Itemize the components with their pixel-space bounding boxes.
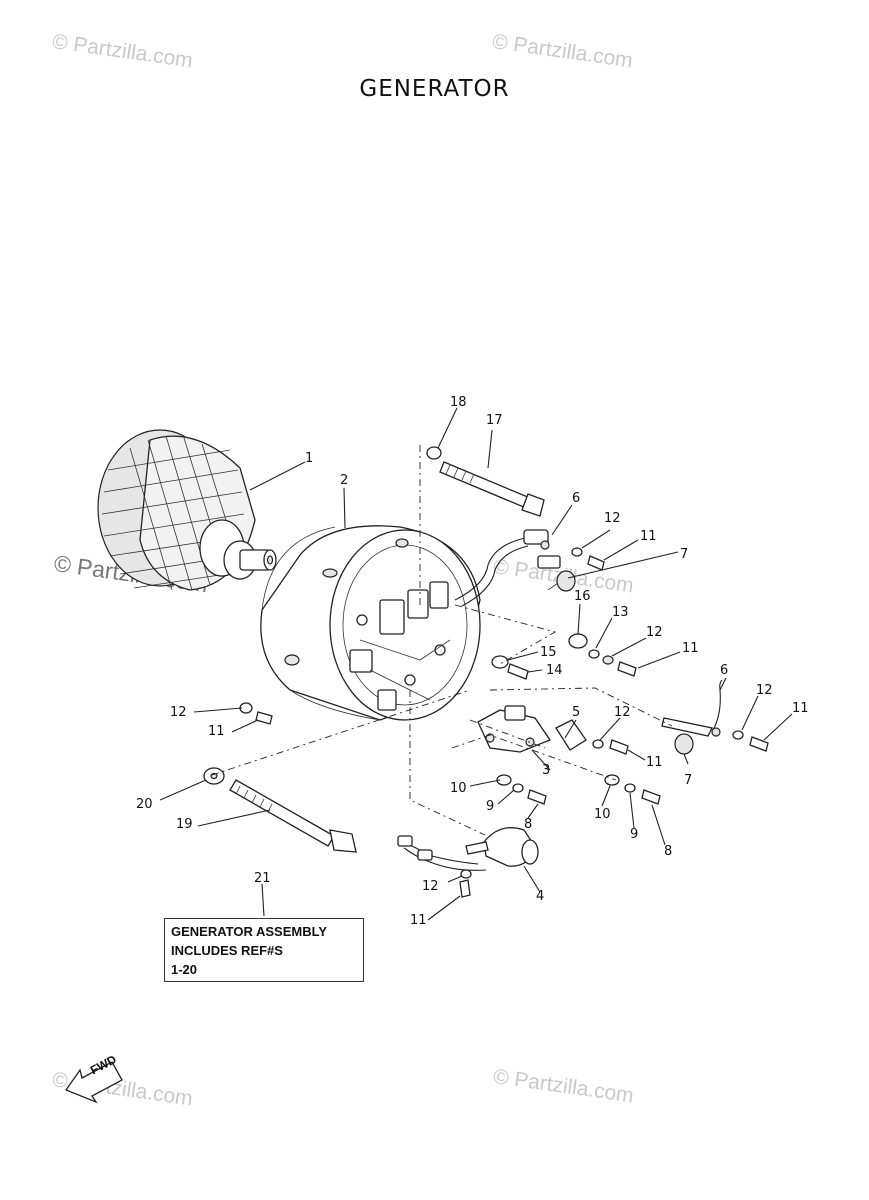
callout-4: 4 xyxy=(536,889,545,904)
callout-11: 11 xyxy=(646,755,663,770)
washer-9-part[interactable] xyxy=(624,783,636,793)
screw-11-part[interactable] xyxy=(459,879,471,898)
callout-12: 12 xyxy=(604,511,621,526)
screw-8-part[interactable] xyxy=(527,789,547,805)
screw-11-part[interactable] xyxy=(617,661,637,677)
callout-12: 12 xyxy=(170,705,187,720)
callout-12: 12 xyxy=(422,879,439,894)
assembly-note: GENERATOR ASSEMBLY INCLUDES REF#S 1-20 xyxy=(164,918,364,982)
page-title: GENERATOR xyxy=(359,76,510,102)
callout-6: 6 xyxy=(572,491,581,506)
screw-8-part[interactable] xyxy=(641,789,661,805)
callout-21: 21 xyxy=(254,871,271,886)
screw-14-part[interactable] xyxy=(507,663,529,680)
callout-13: 13 xyxy=(612,605,629,620)
rotor-part[interactable] xyxy=(97,429,277,591)
note-line: 1-20 xyxy=(171,962,198,977)
washer-12-part[interactable] xyxy=(592,739,604,749)
part-5[interactable] xyxy=(555,719,587,751)
callout-6: 6 xyxy=(720,663,729,678)
brush-holder-6-part[interactable] xyxy=(661,679,723,737)
callout-17: 17 xyxy=(486,413,503,428)
screw-11-part[interactable] xyxy=(749,736,769,752)
washer-12-part[interactable] xyxy=(602,655,614,665)
callout-3: 3 xyxy=(542,763,551,778)
callout-11: 11 xyxy=(410,913,427,928)
callout-14: 14 xyxy=(546,663,563,678)
stator-housing-part[interactable] xyxy=(260,525,481,721)
screw-11-part[interactable] xyxy=(609,739,629,755)
callout-7: 7 xyxy=(680,547,689,562)
callout-11: 11 xyxy=(682,641,699,656)
washer-15-part[interactable] xyxy=(491,655,509,669)
callout-2: 2 xyxy=(340,473,349,488)
callout-19: 19 xyxy=(176,817,193,832)
fwd-arrow-icon xyxy=(64,1061,123,1104)
capacitor-4-part[interactable] xyxy=(397,827,539,871)
washer-16-part[interactable] xyxy=(568,633,588,649)
bolt-19-part[interactable] xyxy=(229,779,357,853)
callout-9: 9 xyxy=(630,827,639,842)
callout-11: 11 xyxy=(640,529,657,544)
brush-7-part[interactable] xyxy=(537,555,576,592)
callout-12: 12 xyxy=(756,683,773,698)
callout-20: 20 xyxy=(136,797,153,812)
washer-12-part[interactable] xyxy=(571,547,583,557)
callout-10: 10 xyxy=(594,807,611,822)
washer-13-part[interactable] xyxy=(588,649,600,659)
callout-10: 10 xyxy=(450,781,467,796)
bracket-3-part[interactable] xyxy=(477,705,551,753)
callout-12: 12 xyxy=(646,625,663,640)
washer-10-part[interactable] xyxy=(496,774,512,786)
callout-12: 12 xyxy=(614,705,631,720)
screw-11-part[interactable] xyxy=(255,711,273,725)
callout-9: 9 xyxy=(486,799,495,814)
callout-18: 18 xyxy=(450,395,467,410)
washer-12-part[interactable] xyxy=(460,869,472,879)
callout-8: 8 xyxy=(524,817,533,832)
callout-7: 7 xyxy=(684,773,693,788)
callout-11: 11 xyxy=(792,701,809,716)
callout-8: 8 xyxy=(664,844,673,859)
callout-15: 15 xyxy=(540,645,557,660)
note-line: INCLUDES REF#S xyxy=(171,943,283,958)
brush-holder-6-part[interactable] xyxy=(454,529,550,607)
washer-12-part[interactable] xyxy=(732,730,744,740)
callout-16: 16 xyxy=(574,589,591,604)
callout-11: 11 xyxy=(208,724,225,739)
washer-18-part[interactable] xyxy=(426,446,442,460)
bolt-17-part[interactable] xyxy=(439,461,545,517)
washer-9-part[interactable] xyxy=(512,783,524,793)
callout-1: 1 xyxy=(305,451,314,466)
washer-10-part[interactable] xyxy=(604,774,620,786)
brush-7-part[interactable] xyxy=(674,733,694,755)
callout-5: 5 xyxy=(572,705,581,720)
screw-11-part[interactable] xyxy=(587,555,605,571)
note-line: GENERATOR ASSEMBLY xyxy=(171,924,328,939)
